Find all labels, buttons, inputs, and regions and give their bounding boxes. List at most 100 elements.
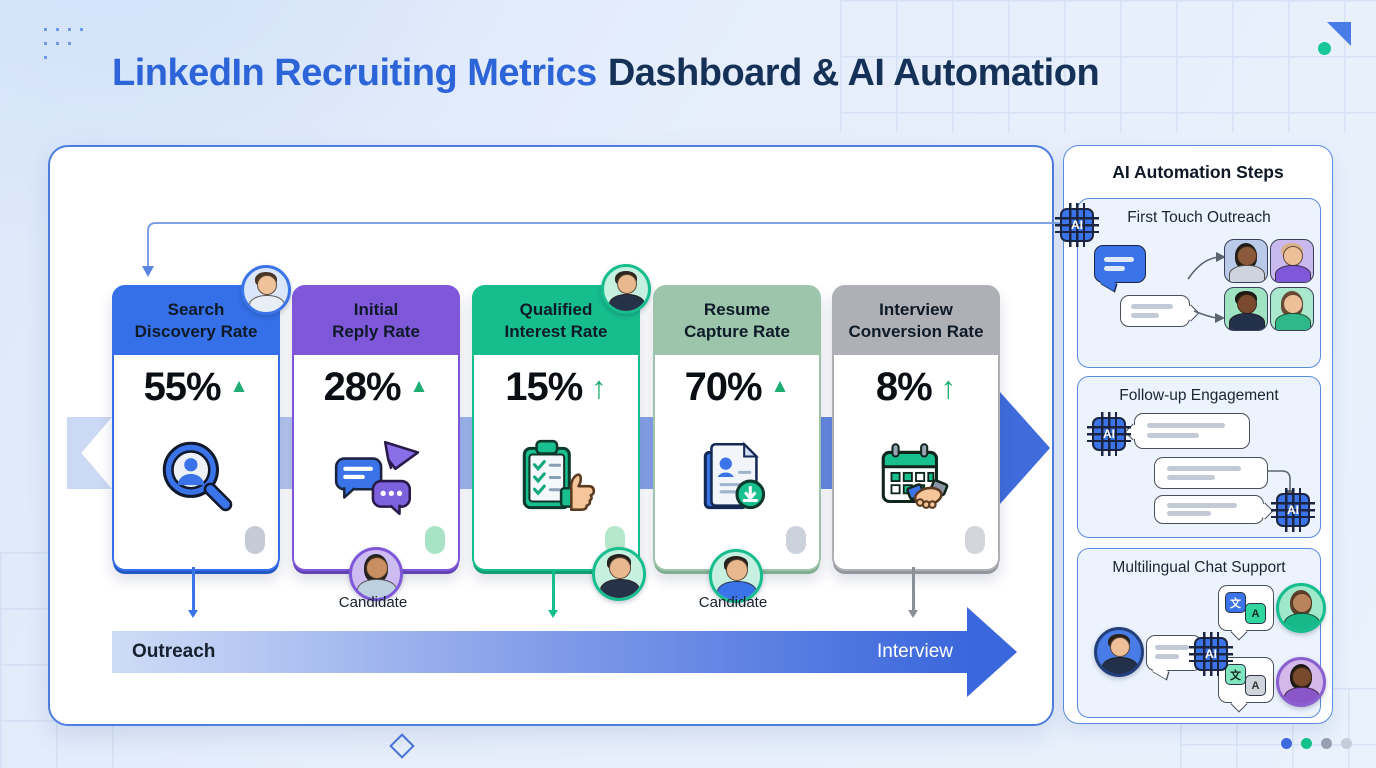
candidate-avatar [709,549,763,603]
triangle-decoration [1327,22,1351,46]
trend-up-icon: ▲ [409,376,429,397]
candidate-label: Candidate [698,594,768,611]
flow-arrows [1187,252,1226,323]
metric-title-line2: Conversion Rate [848,322,984,341]
recruiter-avatar [241,265,291,315]
flow-start-label: Outreach [132,641,216,662]
diamond-decoration [389,733,415,759]
metric-card-header: Resume Capture Rate [655,287,819,355]
card-pill-decoration [425,526,445,554]
trend-up-icon: ↑ [940,369,957,405]
dot-grid-decoration [44,28,47,31]
candidate-avatar [1276,583,1326,633]
metric-title-line1: Search [167,299,225,319]
page-title-primary: LinkedIn Recruiting Metrics [112,52,597,94]
chat-bubble-icon [1154,495,1264,524]
metric-card-header: Initial Reply Rate [294,287,458,355]
metric-card-resume-capture-rate: Resume Capture Rate 70% ▲ [653,285,821,571]
pagination-dot[interactable] [1321,738,1332,749]
metric-card-search-discovery-rate: Search Discovery Rate 55% ▲ [112,285,280,571]
metric-card-initial-reply-rate: Initial Reply Rate 28% ▲ [292,285,460,571]
metric-value: 15% [505,364,583,409]
ai-automation-title: AI Automation Steps [1112,162,1284,182]
step-card-first-touch-outreach: First Touch Outreach [1077,198,1321,368]
metric-card-qualified-interest-rate: Qualified Interest Rate 15% ↑ [472,285,640,571]
chat-line [1104,266,1125,271]
ai-chip-icon: AI [1189,632,1233,676]
ai-chip-label: AI [1287,503,1299,517]
metric-title-line2: Reply Rate [332,322,420,341]
step-card-follow-up-engagement: Follow-up Engagement AI AI [1077,376,1321,538]
card-pill-decoration [786,526,806,554]
down-arrow [192,567,195,615]
recruiter-avatar [601,264,651,314]
candidate-avatar [1270,287,1314,331]
candidate-avatar [1270,239,1314,283]
ai-chip-icon: AI [1087,412,1131,456]
outreach-interview-flow-bar: Outreach Interview [112,631,967,673]
metric-card-interview-conversion-rate: Interview Conversion Rate 8% ↑ [832,285,1000,571]
down-arrow [912,567,915,615]
ai-automation-panel: AI Automation Steps First Touch Outreach [1063,145,1333,724]
chat-line [1147,433,1199,438]
chat-messages-send-icon [294,414,458,542]
chat-line [1167,503,1237,508]
resume-download-icon [655,414,819,542]
chat-line [1167,511,1211,516]
candidate-label: Candidate [338,594,408,611]
candidate-avatar [1224,287,1268,331]
metric-title-line2: Capture Rate [684,322,790,341]
flow-end-label: Interview [876,641,953,662]
metric-title-line1: Interview [879,299,953,319]
funnel-band-arrowhead [1000,392,1050,504]
metric-value: 55% [143,364,222,409]
ai-chip-label: AI [1103,427,1115,441]
candidate-avatar [1276,657,1326,707]
flow-bar-arrowhead [967,607,1017,697]
page-title-secondary: Dashboard & AI Automation [607,52,1100,94]
chat-line [1167,466,1241,471]
step-title: First Touch Outreach [1127,209,1271,226]
step-title: Multilingual Chat Support [1112,559,1286,576]
pagination-dot[interactable] [1341,738,1352,749]
metric-value: 70% [684,364,763,409]
chat-line [1155,654,1179,659]
calendar-handshake-icon [834,414,998,542]
pagination-dot[interactable] [1281,738,1292,749]
translate-glyph: 文 [1225,664,1246,685]
trend-up-icon: ▲ [229,376,249,397]
translate-glyph: A [1245,675,1266,696]
chat-line [1147,423,1225,428]
ai-chip-label: AI [1205,647,1217,661]
translate-glyph: 文 [1225,592,1246,613]
step-card-multilingual-chat-support: Multilingual Chat Support AI 文 A 文 A [1077,548,1326,718]
card-pill-decoration [965,526,985,554]
chat-bubble-icon [1120,295,1190,327]
metric-title-line1: Qualified [519,299,593,319]
trend-up-icon: ↑ [591,369,607,405]
chat-line [1104,257,1134,262]
chat-line [1167,475,1215,480]
translate-glyph: A [1245,603,1266,624]
chat-line [1131,304,1173,309]
pagination-dot[interactable] [1301,738,1312,749]
metric-value: 28% [323,364,402,409]
chat-bubble-icon [1134,413,1250,449]
card-pill-decoration [245,526,265,554]
search-candidate-icon [114,414,278,542]
candidate-avatar [592,547,646,601]
candidate-avatar [1224,239,1268,283]
metric-title-line1: Initial [353,299,399,319]
metric-title-line2: Interest Rate [504,322,608,341]
page-title: LinkedIn Recruiting Metrics Dashboard & … [112,52,1100,95]
candidate-avatar [349,547,403,601]
translate-bubble-icon: 文 A [1218,585,1274,631]
pagination-dots [1281,738,1352,749]
ai-chip-icon: AI [1055,203,1099,247]
ai-chip-label: AI [1071,218,1083,232]
metric-card-header: Interview Conversion Rate [834,287,998,355]
metric-value: 8% [875,364,933,409]
metric-title-line1: Resume [703,299,771,319]
chat-bubble-icon [1154,457,1268,489]
green-dot-decoration [1318,42,1331,55]
